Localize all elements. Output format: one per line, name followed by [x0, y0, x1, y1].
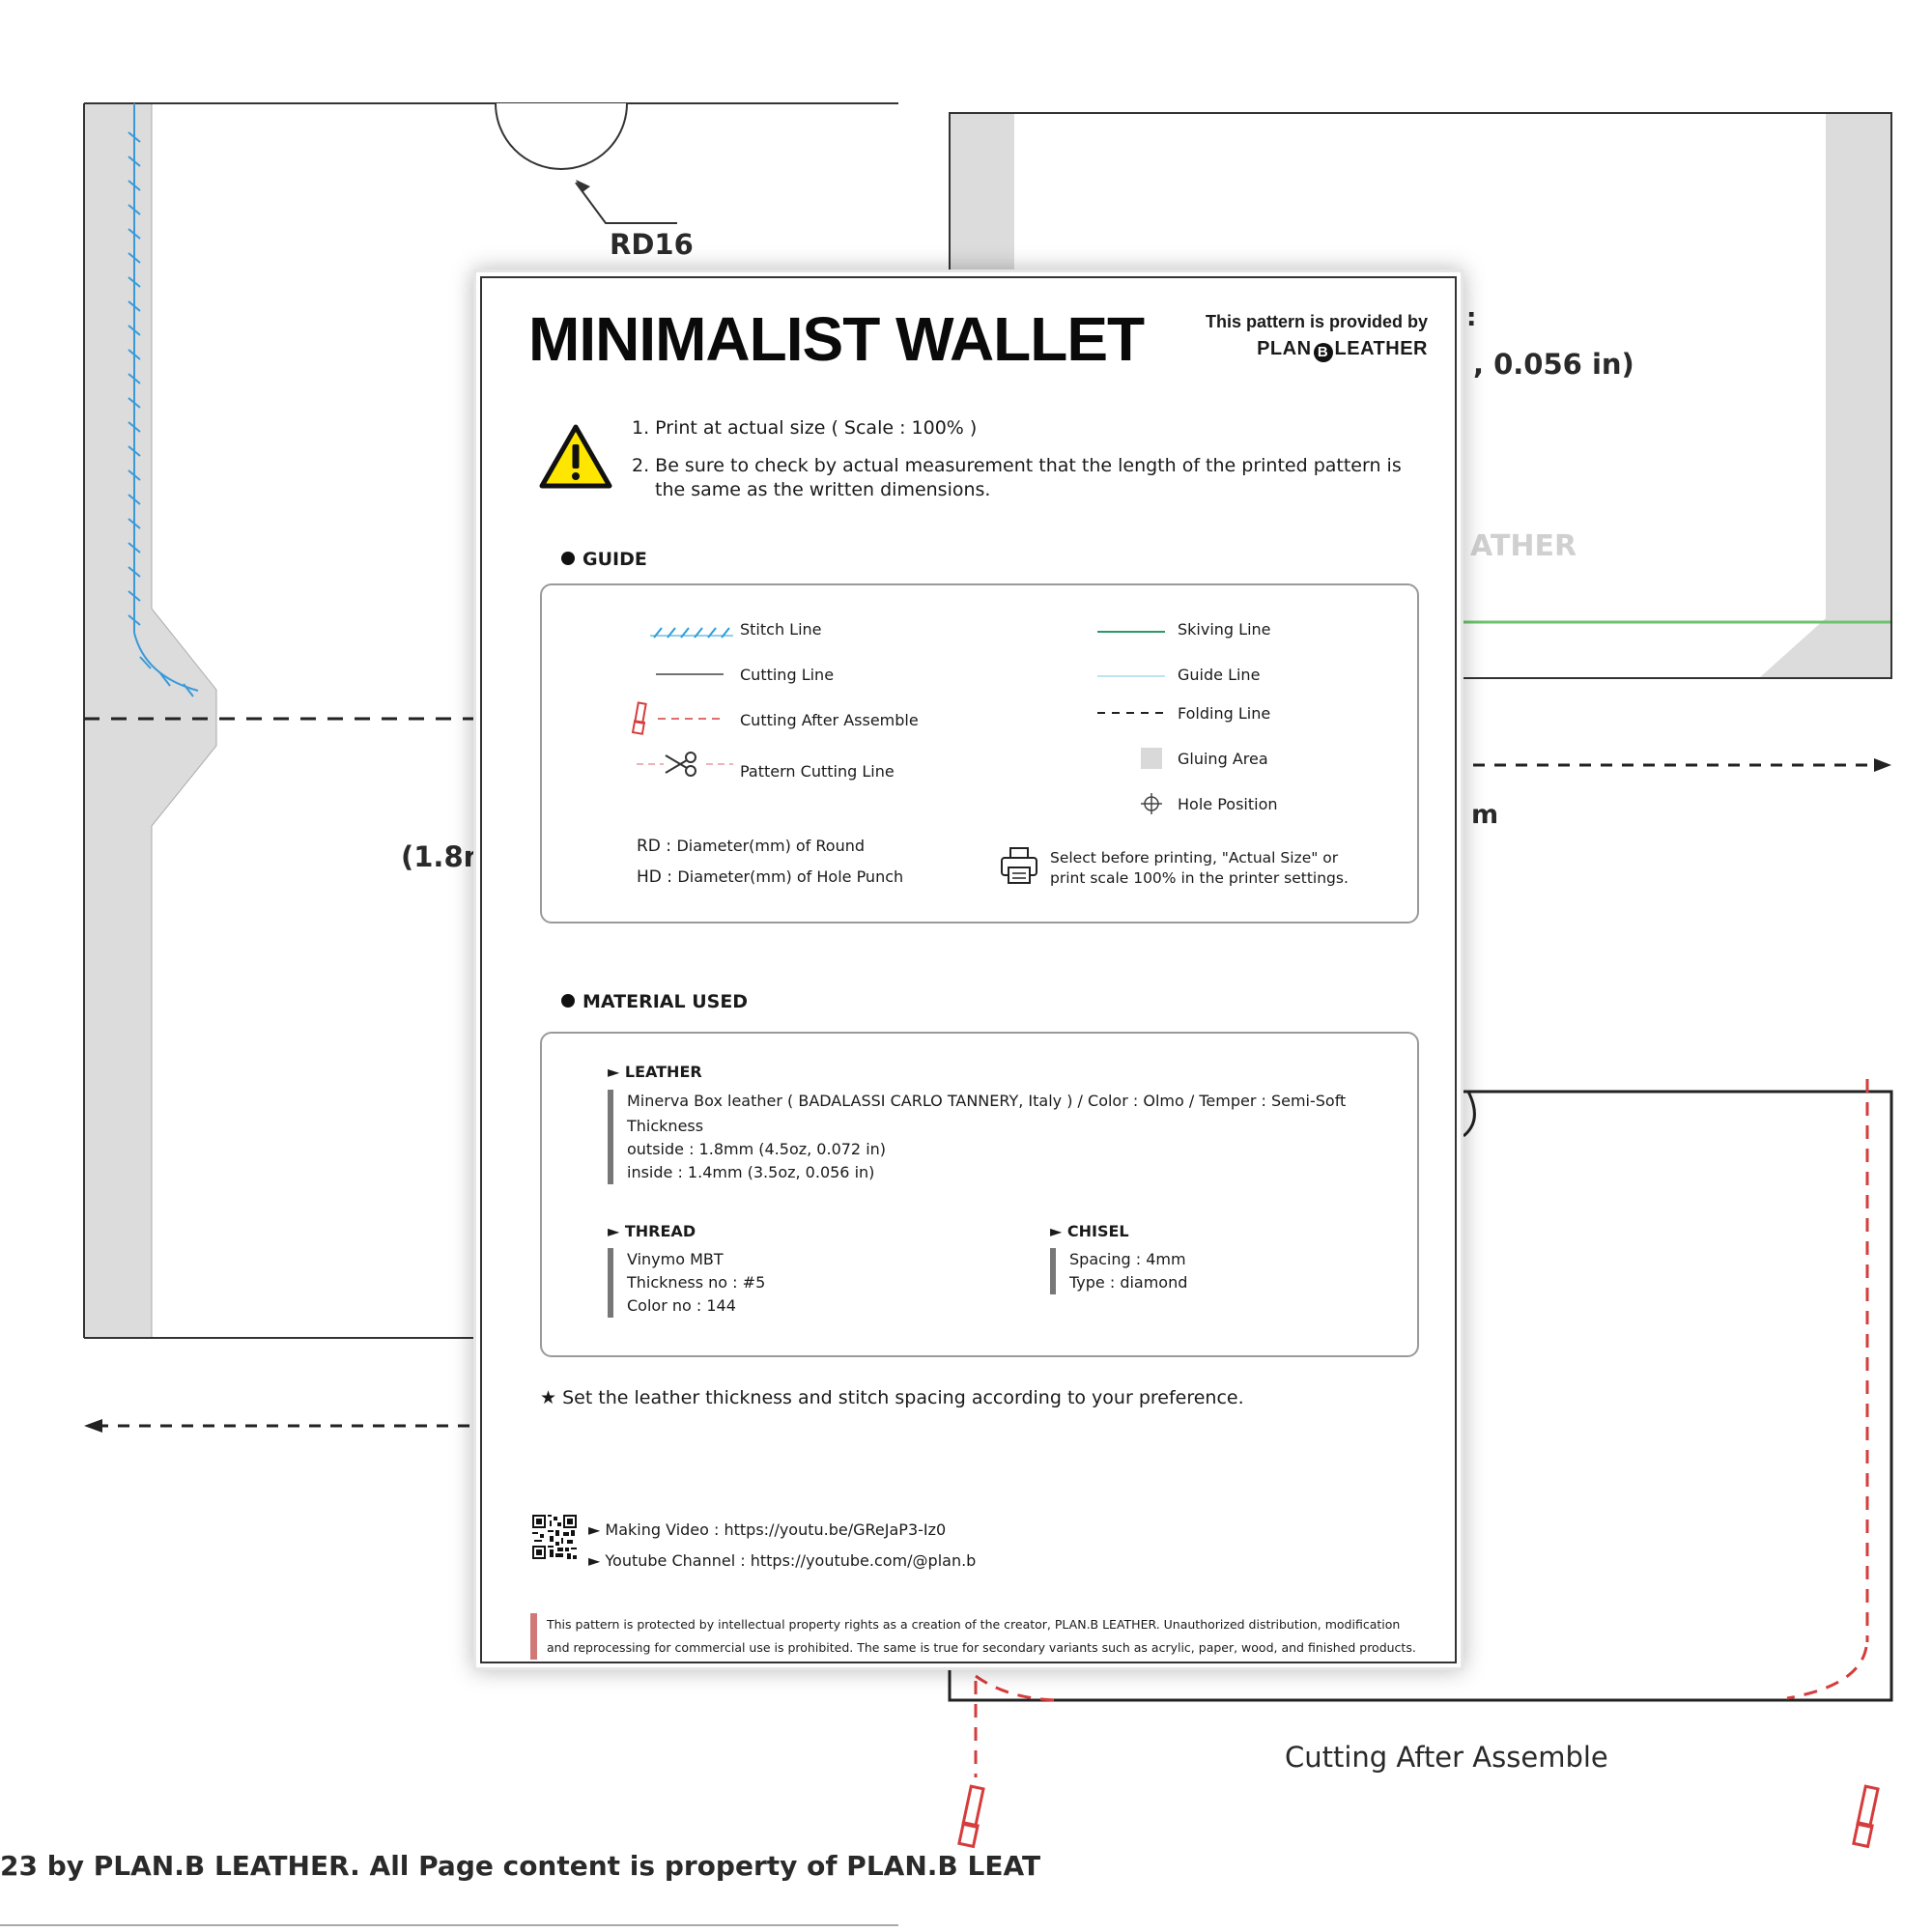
bullet-icon [561, 552, 575, 565]
chisel-line: Type : diamond [1069, 1273, 1188, 1292]
material-box: ► LEATHER Minerva Box leather ( BADALASS… [540, 1032, 1419, 1357]
leather-line: outside : 1.8mm (4.5oz, 0.072 in) [627, 1140, 887, 1158]
leather-line: inside : 1.4mm (3.5oz, 0.056 in) [627, 1163, 875, 1181]
right-measurement-unit: m [1471, 800, 1499, 830]
footer-copyright: 23 by PLAN.B LEATHER. All Page content i… [0, 1850, 1041, 1882]
abbreviation-legend: RD : Diameter(mm) of Round HD : Diameter… [637, 831, 903, 893]
thread-label: ► THREAD [608, 1222, 696, 1240]
youtube-channel-link[interactable]: ► Youtube Channel : https://youtube.com/… [588, 1551, 977, 1570]
guide-box: Stitch Line Cutting Line Cutting After A… [540, 583, 1419, 923]
page-title: MINIMALIST WALLET [528, 304, 1145, 374]
print-notices: 1. Print at actual size ( Scale : 100% )… [632, 416, 1424, 502]
instruction-sheet: MINIMALIST WALLET This pattern is provid… [473, 270, 1463, 1670]
notice-item: 2. Be sure to check by actual measuremen… [632, 455, 1402, 500]
guide-heading: GUIDE [561, 549, 647, 570]
pointer-icon: ► [608, 1222, 625, 1240]
rd16-label: RD16 [610, 228, 694, 261]
guide-item-label: Guide Line [1178, 666, 1261, 684]
rd-definition: RD : Diameter(mm) of Round [637, 831, 903, 862]
brand-b-mark: B [1313, 343, 1333, 362]
thread-line: Color no : 144 [627, 1296, 736, 1315]
cutter-icon [1852, 1784, 1880, 1849]
folding-line-icon [1097, 712, 1165, 714]
thread-details: Vinymo MBT Thickness no : #5 Color no : … [608, 1248, 765, 1318]
legal-notice: This pattern is protected by intellectua… [530, 1613, 1464, 1660]
right-top-colon: : [1466, 303, 1477, 332]
thread-label-text: THREAD [624, 1222, 696, 1240]
hd-key: HD : [637, 867, 673, 887]
guide-item-label: Pattern Cutting Line [740, 762, 895, 781]
leather-details: Minerva Box leather ( BADALASSI CARLO TA… [608, 1090, 1346, 1184]
material-heading-text: MATERIAL USED [582, 991, 749, 1012]
guide-item-label: Cutting After Assemble [740, 711, 919, 729]
chisel-line: Spacing : 4mm [1069, 1250, 1186, 1268]
bullet-icon [561, 994, 575, 1008]
chisel-details: Spacing : 4mm Type : diamond [1050, 1248, 1187, 1294]
cutting-after-assemble-icon [631, 701, 725, 735]
material-heading: MATERIAL USED [561, 991, 748, 1012]
video-links: ► Making Video : https://youtu.be/GReJaP… [588, 1515, 976, 1577]
guide-item-label: Skiving Line [1178, 620, 1271, 639]
stitch-line-icon [650, 627, 733, 639]
thread-line: Vinymo MBT [627, 1250, 724, 1268]
guide-heading-text: GUIDE [582, 549, 647, 570]
guide-item-label: Hole Position [1178, 795, 1278, 813]
thread-line: Thickness no : #5 [627, 1273, 766, 1292]
leather-line: Thickness [627, 1117, 704, 1135]
notice-item: 1. Print at actual size ( Scale : 100% ) [632, 417, 978, 439]
cutter-icon [957, 1784, 985, 1849]
printer-note-line: print scale 100% in the printer settings… [1050, 869, 1349, 887]
rd-text: Diameter(mm) of Round [676, 837, 866, 855]
rd-key: RD : [637, 837, 672, 856]
warning-icon [539, 424, 612, 489]
hd-definition: HD : Diameter(mm) of Hole Punch [637, 862, 903, 893]
guide-item-label: Gluing Area [1178, 750, 1268, 768]
gluing-area-icon [1141, 748, 1162, 769]
scissors-icon [637, 752, 733, 777]
skiving-line-icon [1097, 631, 1165, 633]
leather-line: Minerva Box leather ( BADALASSI CARLO TA… [627, 1092, 1347, 1110]
right-top-measurement: , 0.056 in) [1473, 348, 1634, 381]
guide-item-label: Folding Line [1178, 704, 1271, 723]
cutting-line-icon [656, 673, 724, 675]
printer-note-line: Select before printing, "Actual Size" or [1050, 849, 1339, 867]
guide-item-label: Stitch Line [740, 620, 822, 639]
left-pattern-piece [0, 102, 898, 1926]
stitch-marks [128, 131, 141, 626]
brand-prefix: PLAN [1257, 338, 1312, 359]
printer-note: Select before printing, "Actual Size" or… [1050, 848, 1349, 889]
guide-line-icon [1097, 675, 1165, 677]
legal-line: and reprocessing for commercial use is p… [547, 1640, 1416, 1655]
chisel-label-text: CHISEL [1066, 1222, 1129, 1240]
sheet-border: MINIMALIST WALLET This pattern is provid… [480, 276, 1457, 1663]
guide-item-label: Cutting Line [740, 666, 835, 684]
brand-watermark: ATHER [1470, 529, 1577, 563]
printer-icon [1001, 847, 1037, 884]
making-video-link[interactable]: ► Making Video : https://youtu.be/GReJaP… [588, 1520, 947, 1539]
provided-by-text: This pattern is provided by [1205, 312, 1428, 331]
qr-code-icon[interactable] [532, 1515, 577, 1559]
cutting-after-assemble-label: Cutting After Assemble [1285, 1741, 1608, 1774]
brand-suffix: LEATHER [1334, 338, 1428, 359]
preference-note: ★ Set the leather thickness and stitch s… [540, 1387, 1244, 1408]
chisel-label: ► CHISEL [1050, 1222, 1129, 1240]
legal-line: This pattern is protected by intellectua… [547, 1617, 1401, 1632]
hd-text: Diameter(mm) of Hole Punch [677, 867, 904, 886]
pointer-icon: ► [608, 1063, 625, 1081]
pointer-icon: ► [1050, 1222, 1067, 1240]
leather-label-text: LEATHER [624, 1063, 702, 1081]
leather-label: ► LEATHER [608, 1063, 702, 1081]
hole-position-icon [1141, 793, 1162, 814]
